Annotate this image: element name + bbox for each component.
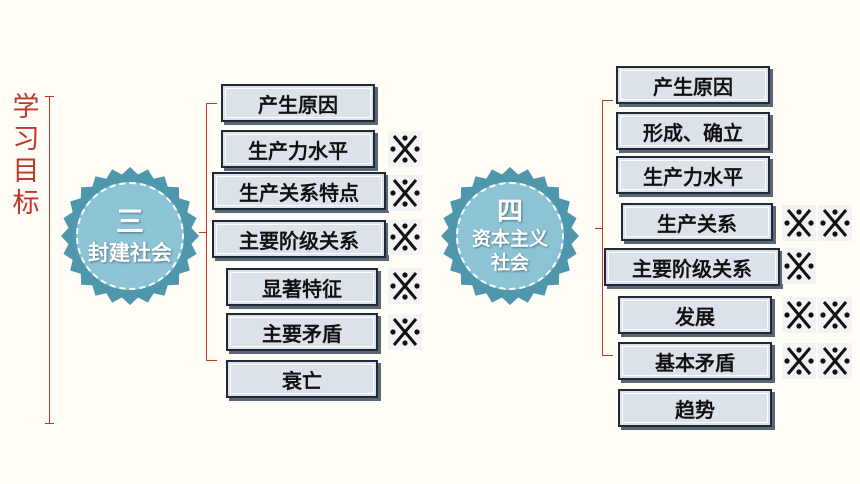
cross-dots-icon xyxy=(388,268,422,304)
left-item-origin: 产生原因 xyxy=(221,84,375,122)
cross-dots-icon xyxy=(782,297,816,333)
right-item-productivity: 生产力水平 xyxy=(616,156,770,194)
right-item-origin: 产生原因 xyxy=(616,66,770,104)
seal-label-line1: 资本主义 xyxy=(471,228,548,250)
left-item-class-relations: 主要阶级关系 xyxy=(212,220,386,258)
left-item-contradiction: 主要矛盾 xyxy=(226,313,378,351)
right-item-relations: 生产关系 xyxy=(621,203,773,241)
cross-dots-icon xyxy=(782,343,816,379)
cross-dots-icon xyxy=(818,343,852,379)
cross-dots-icon xyxy=(782,205,816,241)
cross-dots-icon xyxy=(818,297,852,333)
cross-dots-icon xyxy=(388,131,422,167)
cross-dots-icon xyxy=(388,219,422,255)
cross-dots-icon xyxy=(388,314,422,350)
cross-dots-icon xyxy=(388,175,422,211)
timeline-tick-bottom xyxy=(45,423,54,424)
seal-label-line2: 社会 xyxy=(490,252,529,274)
right-item-formation: 形成、确立 xyxy=(616,112,770,150)
cross-dots-icon xyxy=(818,205,852,241)
left-item-productivity: 生产力水平 xyxy=(221,130,375,168)
cross-dots-icon xyxy=(782,248,816,284)
seal-feudal-society: 三 封建社会 xyxy=(60,166,200,306)
left-item-features: 显著特征 xyxy=(226,268,378,306)
timeline-line xyxy=(49,96,50,424)
right-item-trend: 趋势 xyxy=(618,389,772,427)
seal-number: 三 xyxy=(115,205,144,238)
right-item-class-relations: 主要阶级关系 xyxy=(604,248,780,286)
right-item-development: 发展 xyxy=(618,296,772,334)
right-item-contradiction: 基本矛盾 xyxy=(618,342,772,380)
seal-label: 封建社会 xyxy=(88,241,172,265)
seal-number: 四 xyxy=(496,197,523,227)
side-title: 学习目标 xyxy=(12,92,40,219)
right-bracket xyxy=(595,100,613,356)
timeline-tick-top xyxy=(45,96,54,97)
seal-capitalist-society: 四 资本主义 社会 xyxy=(440,166,580,306)
left-item-decline: 衰亡 xyxy=(226,360,378,398)
left-bracket xyxy=(199,103,217,361)
left-item-relations: 生产关系特点 xyxy=(212,172,386,210)
